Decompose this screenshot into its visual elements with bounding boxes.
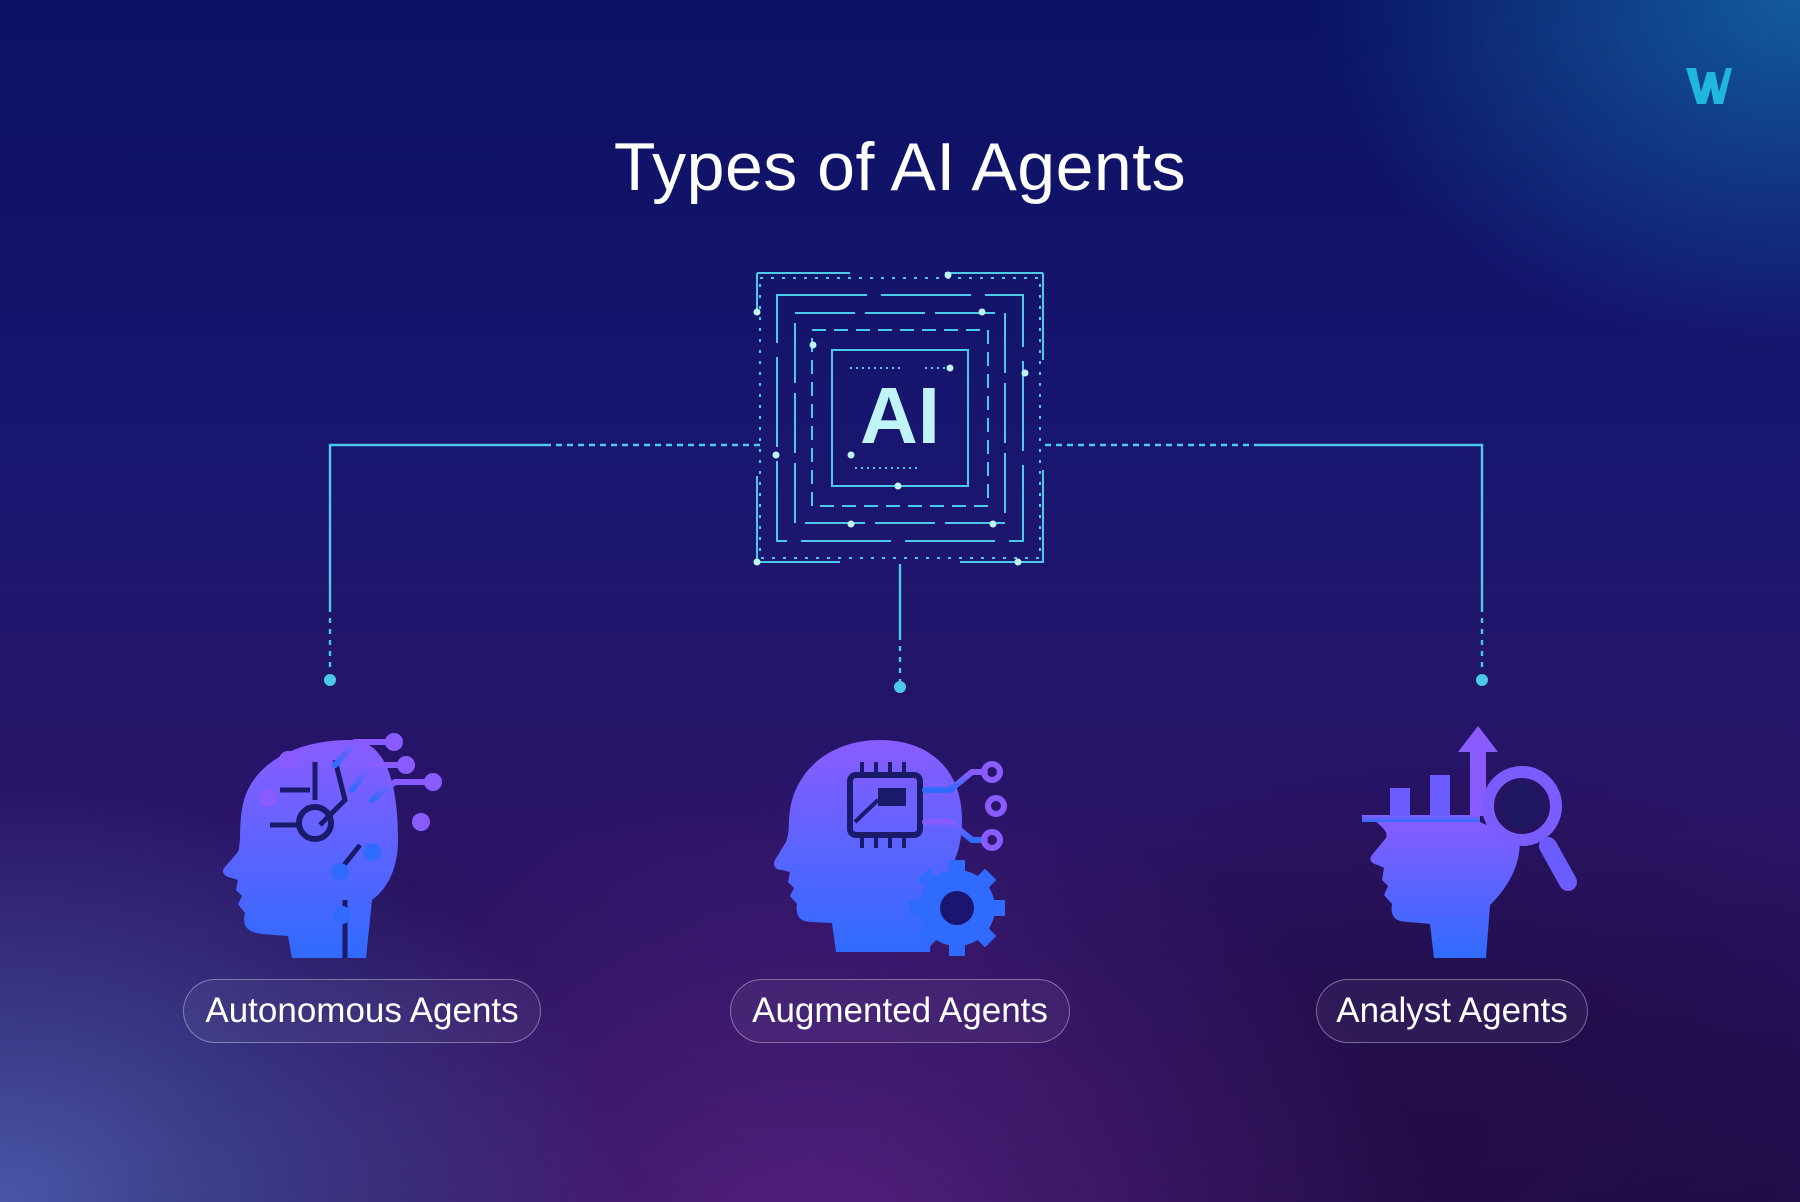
circuit-head-icon: [222, 733, 442, 958]
ai-chip-label: AI: [860, 371, 940, 460]
agent-label-analyst: Analyst Agents: [1316, 979, 1588, 1043]
chip-gear-head-icon: [773, 740, 1007, 956]
w-logo-icon: [1686, 68, 1732, 104]
page-title: Types of AI Agents: [613, 129, 1187, 205]
agent-label-augmented: Augmented Agents: [730, 979, 1070, 1043]
ai-chip-icon: [756, 272, 1044, 563]
gear-icon: [909, 860, 1005, 956]
chip-nodes: [753, 271, 1029, 566]
agent-label-autonomous: Autonomous Agents: [183, 979, 541, 1043]
analytics-head-icon: [1362, 726, 1577, 958]
connector-lines: [328, 443, 1484, 682]
connector-endpoints: [324, 674, 1488, 693]
